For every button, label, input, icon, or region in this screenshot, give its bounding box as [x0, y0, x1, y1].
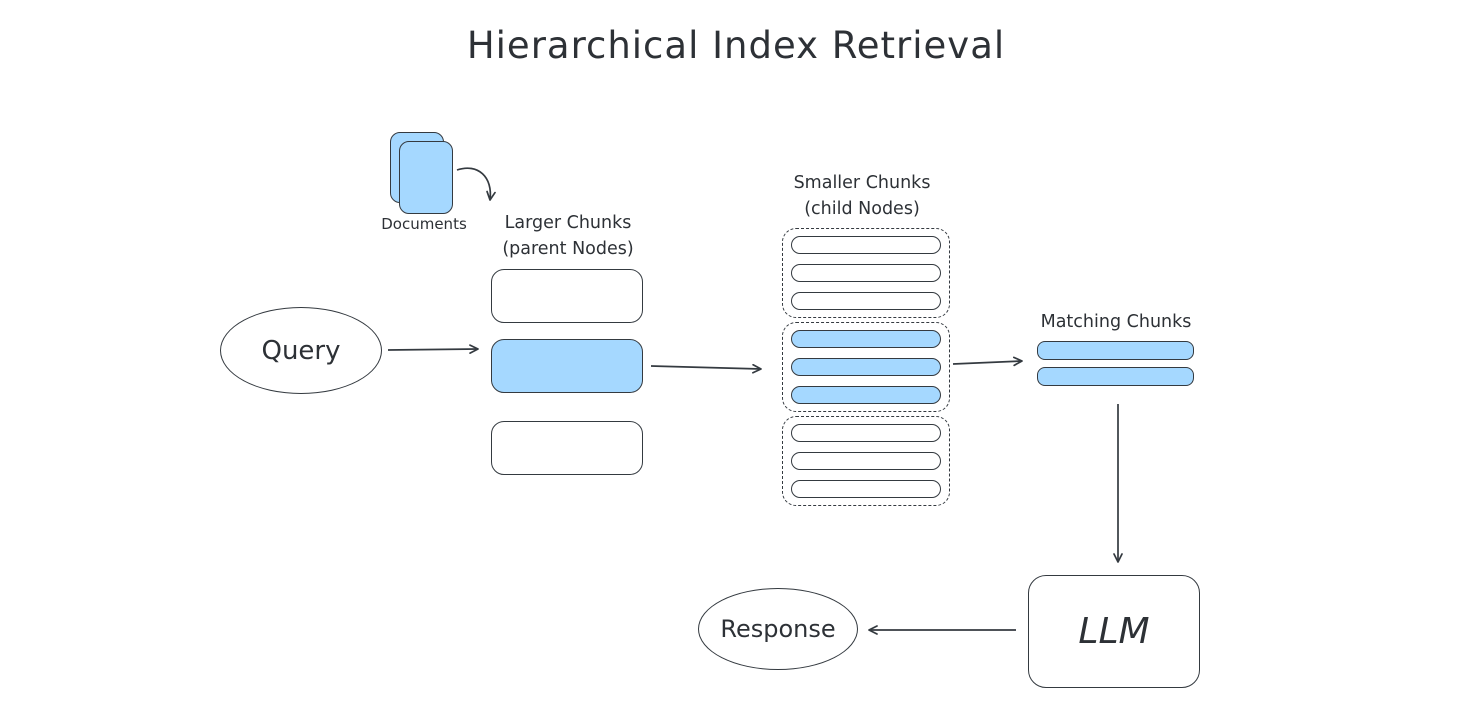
arrow-smaller-to-matching-chunks [952, 356, 1023, 367]
child-chunk-white [791, 292, 941, 310]
matching-chunks-stack [1037, 341, 1194, 393]
smaller-chunks-label-line2: (child Nodes) [804, 199, 920, 219]
child-chunk-white [791, 424, 941, 442]
arrow-larger-to-smaller-chunks [650, 363, 762, 374]
child-chunk-blue [791, 358, 941, 376]
response-label: Response [720, 615, 836, 643]
query-label: Query [261, 335, 341, 366]
child-chunk-white [791, 264, 941, 282]
larger-chunks-label-line2: (parent Nodes) [502, 239, 634, 259]
child-chunk-blue [791, 330, 941, 348]
query-node: Query [220, 307, 382, 394]
parent-chunk-white [491, 421, 643, 475]
response-node: Response [698, 588, 858, 670]
documents-icon-front-page [399, 141, 453, 214]
child-chunk-blue [791, 386, 941, 404]
child-chunk-group [782, 228, 950, 318]
child-chunk-group [782, 416, 950, 506]
larger-chunks-stack [491, 269, 643, 475]
llm-label: LLM [1078, 611, 1150, 652]
smaller-chunks-stack [782, 228, 950, 510]
documents-label: Documents [381, 215, 467, 233]
child-chunk-white [791, 452, 941, 470]
child-chunk-group [782, 322, 950, 412]
parent-chunk-blue [491, 339, 643, 393]
matching-chunks-label: Matching Chunks [1040, 312, 1192, 332]
arrow-query-to-larger-chunks [387, 344, 479, 354]
llm-node: LLM [1028, 575, 1200, 688]
diagram-title: Hierarchical Index Retrieval [466, 24, 1006, 67]
child-chunk-white [791, 236, 941, 254]
larger-chunks-label: Larger Chunks (parent Nodes) [480, 210, 656, 262]
parent-chunk-white [491, 269, 643, 323]
child-chunk-white [791, 480, 941, 498]
smaller-chunks-label: Smaller Chunks (child Nodes) [760, 170, 964, 222]
larger-chunks-label-line1: Larger Chunks [504, 213, 632, 233]
arrow-documents-to-larger-chunks [456, 167, 496, 201]
smaller-chunks-label-line1: Smaller Chunks [793, 173, 931, 193]
matching-chunk-blue [1037, 341, 1194, 360]
matching-chunk-blue [1037, 367, 1194, 386]
